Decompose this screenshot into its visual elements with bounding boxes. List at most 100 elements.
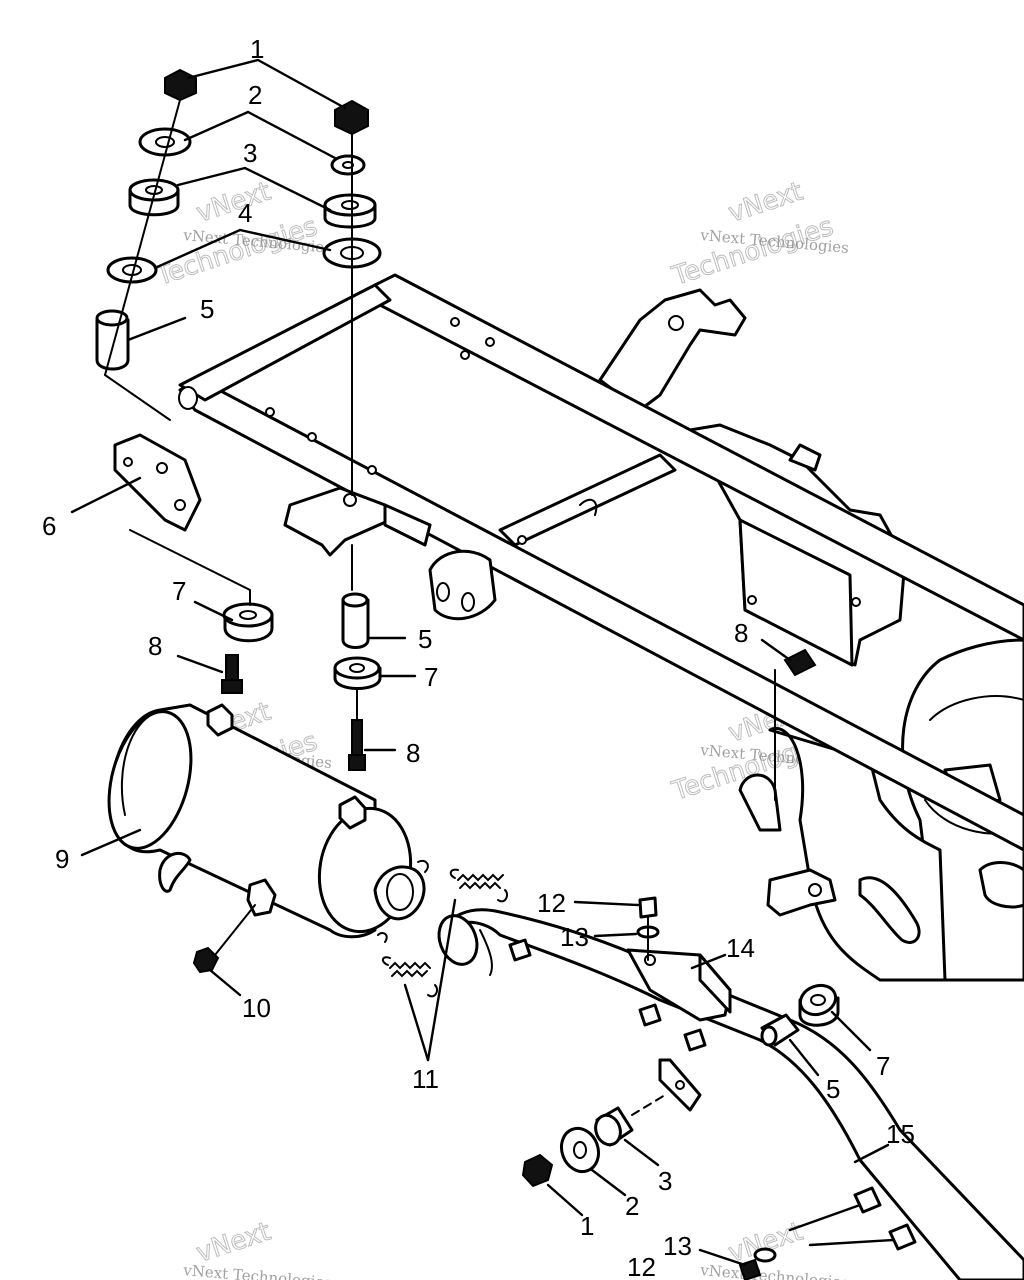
bolt-icon [192,946,220,974]
watermark-text: vNext Technologies [182,1261,333,1280]
leader-line [760,638,792,662]
watermark-text: vNext [193,177,275,229]
watermark-text: vNext [725,177,807,229]
spring-icon [457,873,504,882]
watermark-text: vNext [193,1217,275,1269]
assembly-axis-line [104,99,181,376]
leader-line [183,110,337,160]
assembly-axis-line [631,1094,666,1116]
nut-icon [334,99,369,136]
frame-hole [460,350,470,360]
leader-line [70,476,142,514]
frame-hole [461,592,475,612]
leader-line [126,316,187,342]
leader-line [788,1038,820,1077]
callout-5: 5 [200,294,214,324]
frame-hole [851,597,861,607]
callout-13: 13 [560,922,589,952]
bolt-head [221,679,243,694]
frame-hole [517,535,527,545]
exhaust-pipe-seam [479,929,493,976]
callout-8: 8 [734,618,748,648]
leader-line [830,1010,872,1052]
exhaust-pipe [437,908,1024,1280]
spring-hook [449,868,459,879]
frame-lug [858,876,921,944]
frame-hole [450,317,460,327]
engine-cap [788,443,822,472]
bracket-hole [343,493,357,507]
exhaust-pipe-inlet [437,914,479,966]
leader-line [590,1168,627,1197]
leader-lines [70,58,895,1267]
frame-assembly [178,273,1024,982]
washer-icon [753,1247,777,1263]
leader-line [623,1138,660,1167]
washer-hole [155,136,175,148]
spacer-top [760,1025,778,1047]
callout-8: 8 [148,631,162,661]
grommet-hole [341,200,359,210]
bolt-icon [638,896,658,919]
muffler-nut [338,795,367,830]
callout-7: 7 [424,662,438,692]
fastener-stack-middle [333,592,382,771]
bracket-hole [644,954,656,966]
exhaust-pipe-stud [853,1186,882,1214]
frame-mount-bracket-plate [283,486,392,557]
leader-line [690,953,727,970]
leader-line [698,1248,747,1267]
assembly-axis-line [129,529,251,606]
muffler [107,703,429,974]
frame-tube-end [178,386,198,410]
bolt-head [348,754,366,771]
fastener-stack-right [322,99,382,591]
spring-coil [391,969,428,978]
callout-3: 3 [658,1166,672,1196]
callout-2: 2 [625,1191,639,1221]
muffler-bracket [113,433,202,532]
engine-boss [978,861,1024,909]
leader-line [546,1183,584,1217]
frame-cross-boss [579,498,598,516]
leader-line [153,228,332,270]
grommet-hole [239,610,257,620]
engine-cover-line [929,695,1024,721]
leader-line [403,983,430,1062]
assembly-axis-line [214,904,256,956]
callout-13: 13 [663,1231,692,1261]
frame-hole [485,337,495,347]
muffler-tail [158,851,192,893]
exhaust-pipe-stud [683,1028,707,1052]
frame-hole [367,465,377,475]
callout-4: 4 [238,198,252,228]
assembly-axis-line [104,374,171,421]
spring-hook [377,932,388,943]
leader-line [573,900,640,907]
frame-hole [265,407,275,417]
engine-side-plate [738,518,854,667]
pipe-bracket-flange [698,953,732,1014]
callout-6: 6 [42,511,56,541]
nut-icon [164,68,197,102]
leader-line [176,166,332,212]
muffler-bracket-plate [113,433,202,532]
watermark-text: vNext Technologies [699,1261,850,1280]
callout-5: 5 [826,1074,840,1104]
callout-10: 10 [242,993,271,1023]
bolt-washer-middle [636,896,660,961]
frame-mount-tab [383,503,432,547]
grommet-hole [810,994,826,1006]
callout-3: 3 [243,138,257,168]
frame-lug-mount [428,549,497,621]
spring-hook [497,889,508,903]
spring-hook [427,984,438,998]
leader-line [80,828,142,857]
nut-icon [521,1153,554,1188]
bolt-icon [225,654,239,681]
frame-mount-bracket [283,486,432,557]
leader-line [593,932,638,938]
callout-1: 1 [250,34,264,64]
springs [382,868,508,998]
